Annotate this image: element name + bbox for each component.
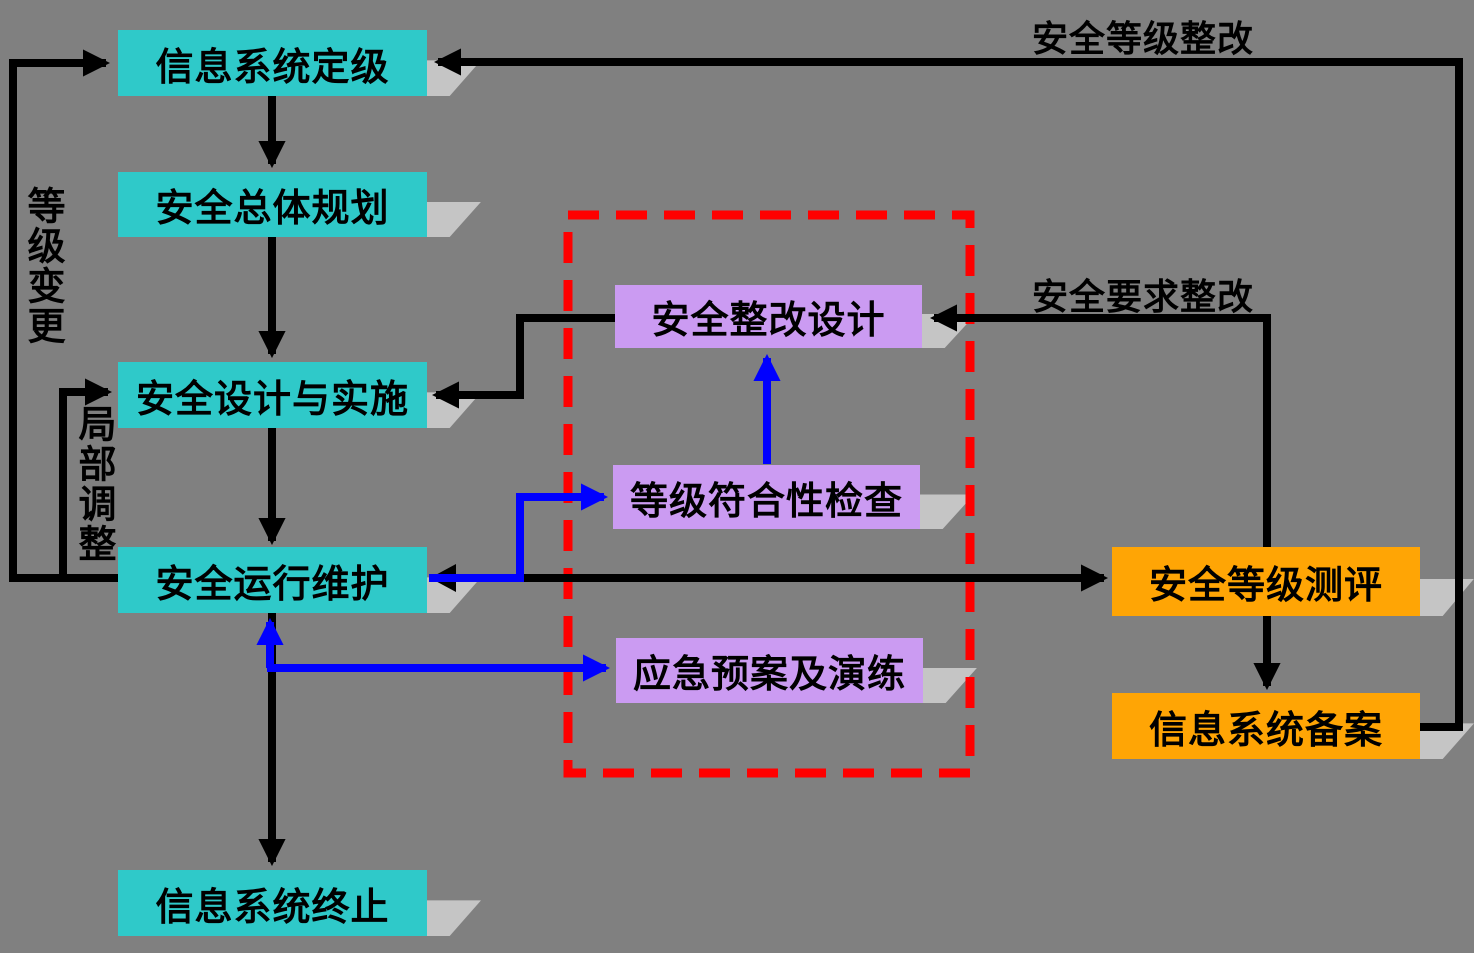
node-operation-maintenance: 安全运行维护	[118, 547, 427, 613]
label-level-change: 等级变更	[21, 186, 63, 346]
node-emergency-drill: 应急预案及演练	[616, 638, 923, 703]
node-design-implementation: 安全设计与实施	[118, 362, 427, 428]
node-system-filing: 信息系统备案	[1112, 693, 1420, 759]
label-requirement-rectification: 安全要求整改	[1032, 276, 1255, 317]
node-rectification-design: 安全整改设计	[615, 285, 922, 348]
node-system-grading: 信息系统定级	[118, 30, 427, 96]
edge-filing-to-grading	[433, 48, 1463, 731]
label-partial-adjustment: 局部调整	[72, 404, 114, 564]
edge-operation-to-compliance-check	[429, 483, 609, 582]
label-level-rectification: 安全等级整改	[1032, 18, 1255, 59]
node-overall-planning: 安全总体规划	[118, 172, 427, 237]
edge-rectification-to-design	[431, 314, 615, 409]
node-system-termination: 信息系统终止	[118, 870, 427, 936]
node-compliance-check: 等级符合性检查	[613, 465, 920, 529]
node-level-evaluation: 安全等级测评	[1112, 547, 1420, 616]
edge-evaluation-to-rectification	[929, 304, 1271, 547]
